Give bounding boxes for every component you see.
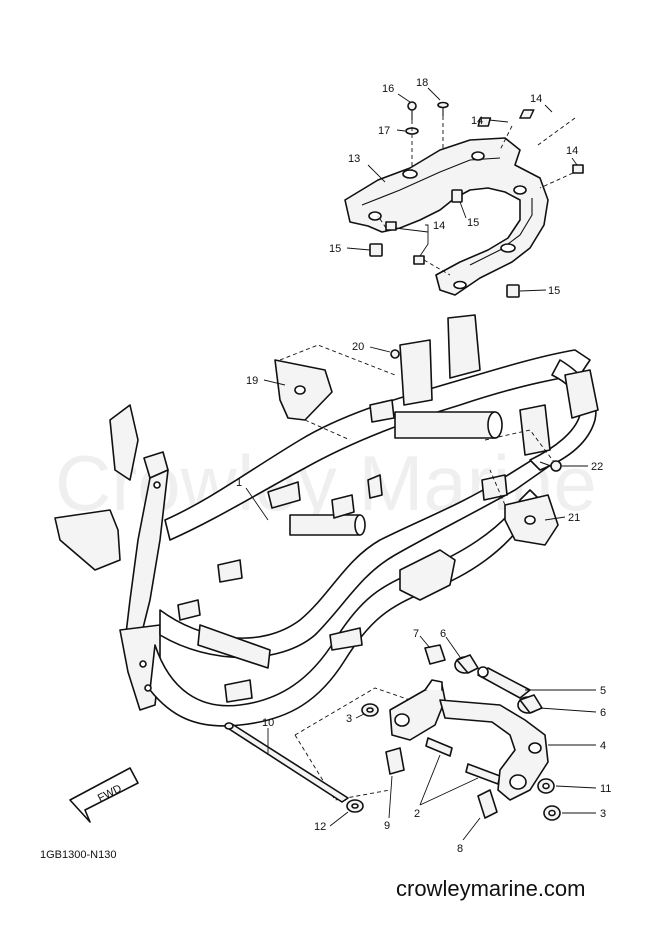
main-frame-1[interactable] [54, 314, 599, 727]
cover-plate-21[interactable] [504, 494, 559, 546]
clip-15-c[interactable] [506, 284, 520, 298]
callout-9[interactable]: 9 [384, 820, 390, 832]
engine-bracket-4[interactable] [439, 699, 549, 801]
fwd-arrow: FWD [69, 767, 139, 823]
nut-14-d[interactable] [385, 221, 397, 231]
clip-15-b[interactable] [369, 243, 383, 257]
nut-14-e[interactable] [413, 255, 425, 265]
callout-4[interactable]: 4 [600, 740, 606, 752]
callout-20[interactable]: 20 [352, 341, 364, 353]
callout-5[interactable]: 5 [600, 685, 606, 697]
callout-21[interactable]: 21 [568, 512, 580, 524]
bolt-16[interactable] [407, 101, 417, 120]
callout-15a[interactable]: 15 [467, 217, 479, 229]
damper-9[interactable] [385, 747, 405, 775]
nut-14-c[interactable] [572, 164, 584, 174]
callout-6b[interactable]: 6 [600, 707, 606, 719]
callout-6a[interactable]: 6 [440, 628, 446, 640]
callout-7[interactable]: 7 [413, 628, 419, 640]
engine-mount-link[interactable] [389, 679, 446, 741]
damper-8[interactable] [477, 789, 498, 819]
callout-22[interactable]: 22 [591, 461, 603, 473]
callout-13[interactable]: 13 [348, 153, 360, 165]
callout-15b[interactable]: 15 [329, 243, 341, 255]
diagram-code: 1GB1300-N130 [40, 849, 117, 861]
nut-20[interactable] [390, 349, 400, 359]
nut-3-b[interactable] [543, 805, 561, 821]
seat-bracket-13[interactable] [344, 137, 549, 296]
callout-14c[interactable]: 14 [566, 145, 578, 157]
callout-8[interactable]: 8 [457, 843, 463, 855]
callout-10[interactable]: 10 [262, 717, 274, 729]
pivot-shaft-10[interactable] [224, 722, 349, 803]
bolt-18[interactable] [437, 101, 449, 117]
nut-11[interactable] [537, 778, 555, 794]
callout-19[interactable]: 19 [246, 375, 258, 387]
cover-plate-19[interactable] [274, 359, 333, 421]
callout-14a[interactable]: 14 [530, 93, 542, 105]
callout-1[interactable]: 1 [236, 477, 242, 489]
nut-14-b[interactable] [519, 109, 535, 119]
rubber-7[interactable] [424, 644, 446, 665]
callout-16[interactable]: 16 [382, 83, 394, 95]
callout-3b[interactable]: 3 [600, 808, 606, 820]
collar-6-a[interactable] [454, 654, 479, 674]
clip-15-a[interactable] [451, 189, 463, 203]
callout-12[interactable]: 12 [314, 821, 326, 833]
website-footer[interactable]: crowleymarine.com [396, 876, 586, 901]
callout-14d[interactable]: 14 [433, 220, 445, 232]
callout-15c[interactable]: 15 [548, 285, 560, 297]
callout-17[interactable]: 17 [378, 125, 390, 137]
bolt-2-a[interactable] [425, 737, 453, 757]
callout-2[interactable]: 2 [414, 808, 420, 820]
nut-3-a[interactable] [361, 703, 379, 717]
callout-3a[interactable]: 3 [346, 713, 352, 725]
collar-6-b[interactable] [517, 694, 543, 714]
callout-14b[interactable]: 14 [471, 115, 483, 127]
nut-14-a[interactable] [477, 117, 492, 127]
bolt-22[interactable] [539, 460, 562, 472]
sleeve-5[interactable] [477, 666, 531, 699]
callout-11[interactable]: 11 [600, 783, 611, 795]
washer-12[interactable] [346, 799, 364, 813]
callout-18[interactable]: 18 [416, 77, 428, 89]
